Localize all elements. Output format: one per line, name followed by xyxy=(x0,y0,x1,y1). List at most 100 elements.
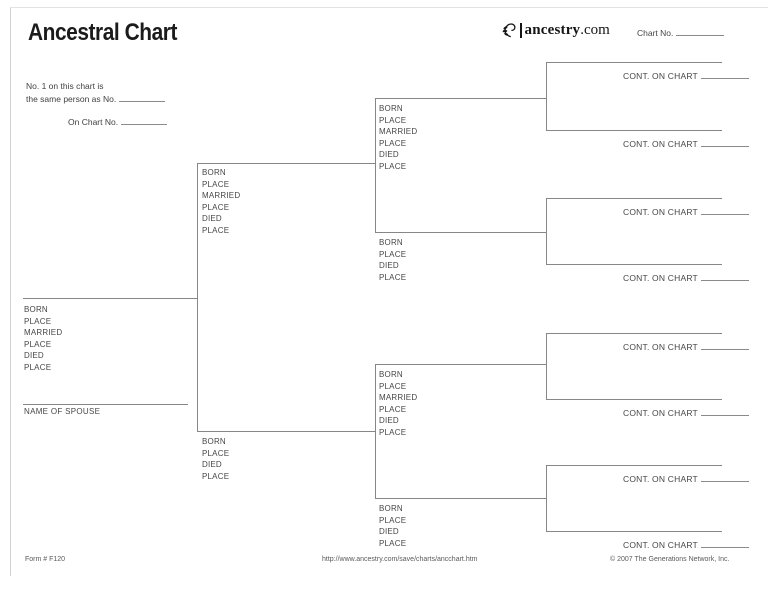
field-label-place: PLACE xyxy=(24,316,52,326)
great-grandparent-line-6 xyxy=(546,399,722,400)
note-line-2-text: the same person as No. xyxy=(26,93,117,104)
field-label-place: PLACE xyxy=(202,202,230,212)
chart-note: No. 1 on this chart is the same person a… xyxy=(26,81,166,106)
great-grandparent-line-8 xyxy=(546,531,722,532)
on-chart-no-field: On Chart No. xyxy=(68,116,168,127)
cont-on-chart-label: CONT. ON CHART xyxy=(623,139,698,149)
cont-on-chart-label: CONT. ON CHART xyxy=(623,474,698,484)
field-label-born: BORN xyxy=(379,104,403,113)
on-chart-no-blank xyxy=(121,116,168,125)
paternal-grandmother-field-block: BORN PLACE DIED PLACE xyxy=(379,237,406,283)
page-edge-top xyxy=(10,7,768,8)
cont-on-chart-label: CONT. ON CHART xyxy=(623,71,698,81)
field-label-died: DIED xyxy=(24,351,44,360)
field-label-place: PLACE xyxy=(379,381,407,391)
gen1-connector xyxy=(197,163,198,432)
cont-chart-number-blank xyxy=(700,206,749,215)
maternal-grandfather-name-line xyxy=(375,364,546,365)
field-label-place: PLACE xyxy=(24,339,52,349)
field-label-married: MARRIED xyxy=(379,127,418,136)
field-label-died: DIED xyxy=(202,214,222,223)
great-grandparent-line-1 xyxy=(546,62,722,63)
cont-on-chart-label: CONT. ON CHART xyxy=(623,540,698,550)
mother-field-block: BORN PLACE DIED PLACE xyxy=(202,436,229,482)
cont-chart-number-blank xyxy=(700,341,749,350)
field-label-place: PLACE xyxy=(379,249,407,259)
maternal-grandmother-field-block: BORN PLACE DIED PLACE xyxy=(379,503,406,549)
form-number: Form # F120 xyxy=(25,556,66,563)
logo-divider xyxy=(520,22,522,38)
great-grandparent-line-3 xyxy=(546,198,722,199)
paternal-grandfather-name-line xyxy=(375,98,546,99)
chart-no-field: Chart No. xyxy=(637,27,725,38)
cont-chart-number-blank xyxy=(700,473,749,482)
footer-url: http://www.ancestry.com/save/charts/ancc… xyxy=(322,556,478,563)
field-label-married: MARRIED xyxy=(24,328,63,337)
cont-on-chart-label: CONT. ON CHART xyxy=(623,273,698,283)
field-label-place: PLACE xyxy=(379,161,407,171)
field-label-place: PLACE xyxy=(202,179,230,189)
father-field-block: BORN PLACE MARRIED PLACE DIED PLACE xyxy=(202,167,240,236)
cont-on-chart-label: CONT. ON CHART xyxy=(623,342,698,352)
spouse-name-line xyxy=(23,404,188,405)
cont-on-chart-5: CONT. ON CHART xyxy=(623,341,749,352)
great-grandparent-line-7 xyxy=(546,465,722,466)
same-person-blank xyxy=(119,93,166,102)
field-label-married: MARRIED xyxy=(379,393,418,402)
maternal-grandfather-field-block: BORN PLACE MARRIED PLACE DIED PLACE xyxy=(379,369,417,438)
gg-connector-2 xyxy=(546,198,547,264)
paternal-connector xyxy=(375,98,376,233)
brand-suffix: .com xyxy=(580,21,610,38)
father-name-line xyxy=(197,163,375,164)
footer-copyright: © 2007 The Generations Network, Inc. xyxy=(610,556,730,563)
field-label-place: PLACE xyxy=(379,515,407,525)
field-label-place: PLACE xyxy=(379,272,407,282)
cont-chart-number-blank xyxy=(700,539,749,548)
maternal-connector xyxy=(375,364,376,499)
field-label-place: PLACE xyxy=(379,538,407,548)
field-label-place: PLACE xyxy=(379,427,407,437)
field-label-born: BORN xyxy=(379,504,403,513)
field-label-place: PLACE xyxy=(379,138,407,148)
field-label-born: BORN xyxy=(202,168,226,177)
field-label-born: BORN xyxy=(379,370,403,379)
cont-on-chart-label: CONT. ON CHART xyxy=(623,408,698,418)
brand-name: ancestry xyxy=(524,21,581,38)
cont-on-chart-1: CONT. ON CHART xyxy=(623,70,749,81)
field-label-place: PLACE xyxy=(24,362,52,372)
cont-on-chart-8: CONT. ON CHART xyxy=(623,539,749,550)
cont-on-chart-2: CONT. ON CHART xyxy=(623,138,749,149)
field-label-died: DIED xyxy=(202,460,222,469)
gg-connector-4 xyxy=(546,465,547,531)
ancestry-logo: ancestry.com xyxy=(501,20,610,40)
cont-chart-number-blank xyxy=(700,272,749,281)
gg-connector-1 xyxy=(546,62,547,130)
cont-on-chart-4: CONT. ON CHART xyxy=(623,272,749,283)
ancestry-leaf-icon xyxy=(501,21,519,39)
page-title: Ancestral Chart xyxy=(28,19,177,46)
field-label-died: DIED xyxy=(379,150,399,159)
person1-name-line xyxy=(23,298,197,299)
note-line-1: No. 1 on this chart is xyxy=(26,81,104,91)
mother-name-line xyxy=(197,431,375,432)
chart-no-blank xyxy=(676,27,725,36)
field-label-died: DIED xyxy=(379,416,399,425)
person1-field-block: BORN PLACE MARRIED PLACE DIED PLACE xyxy=(24,304,62,373)
brand-wordmark: ancestry.com xyxy=(524,21,610,38)
great-grandparent-line-2 xyxy=(546,130,722,131)
on-chart-no-label: On Chart No. xyxy=(68,117,119,127)
cont-chart-number-blank xyxy=(700,70,749,79)
cont-on-chart-label: CONT. ON CHART xyxy=(623,207,698,217)
cont-on-chart-7: CONT. ON CHART xyxy=(623,473,749,484)
field-label-born: BORN xyxy=(202,437,226,446)
field-label-place: PLACE xyxy=(379,115,407,125)
field-label-place: PLACE xyxy=(202,225,230,235)
note-line-2: the same person as No. xyxy=(26,93,166,106)
spouse-label: NAME OF SPOUSE xyxy=(24,407,101,416)
page-edge-left xyxy=(10,7,11,576)
cont-chart-number-blank xyxy=(700,407,749,416)
great-grandparent-line-4 xyxy=(546,264,722,265)
field-label-married: MARRIED xyxy=(202,191,241,200)
cont-chart-number-blank xyxy=(700,138,749,147)
paternal-grandmother-name-line xyxy=(375,232,546,233)
